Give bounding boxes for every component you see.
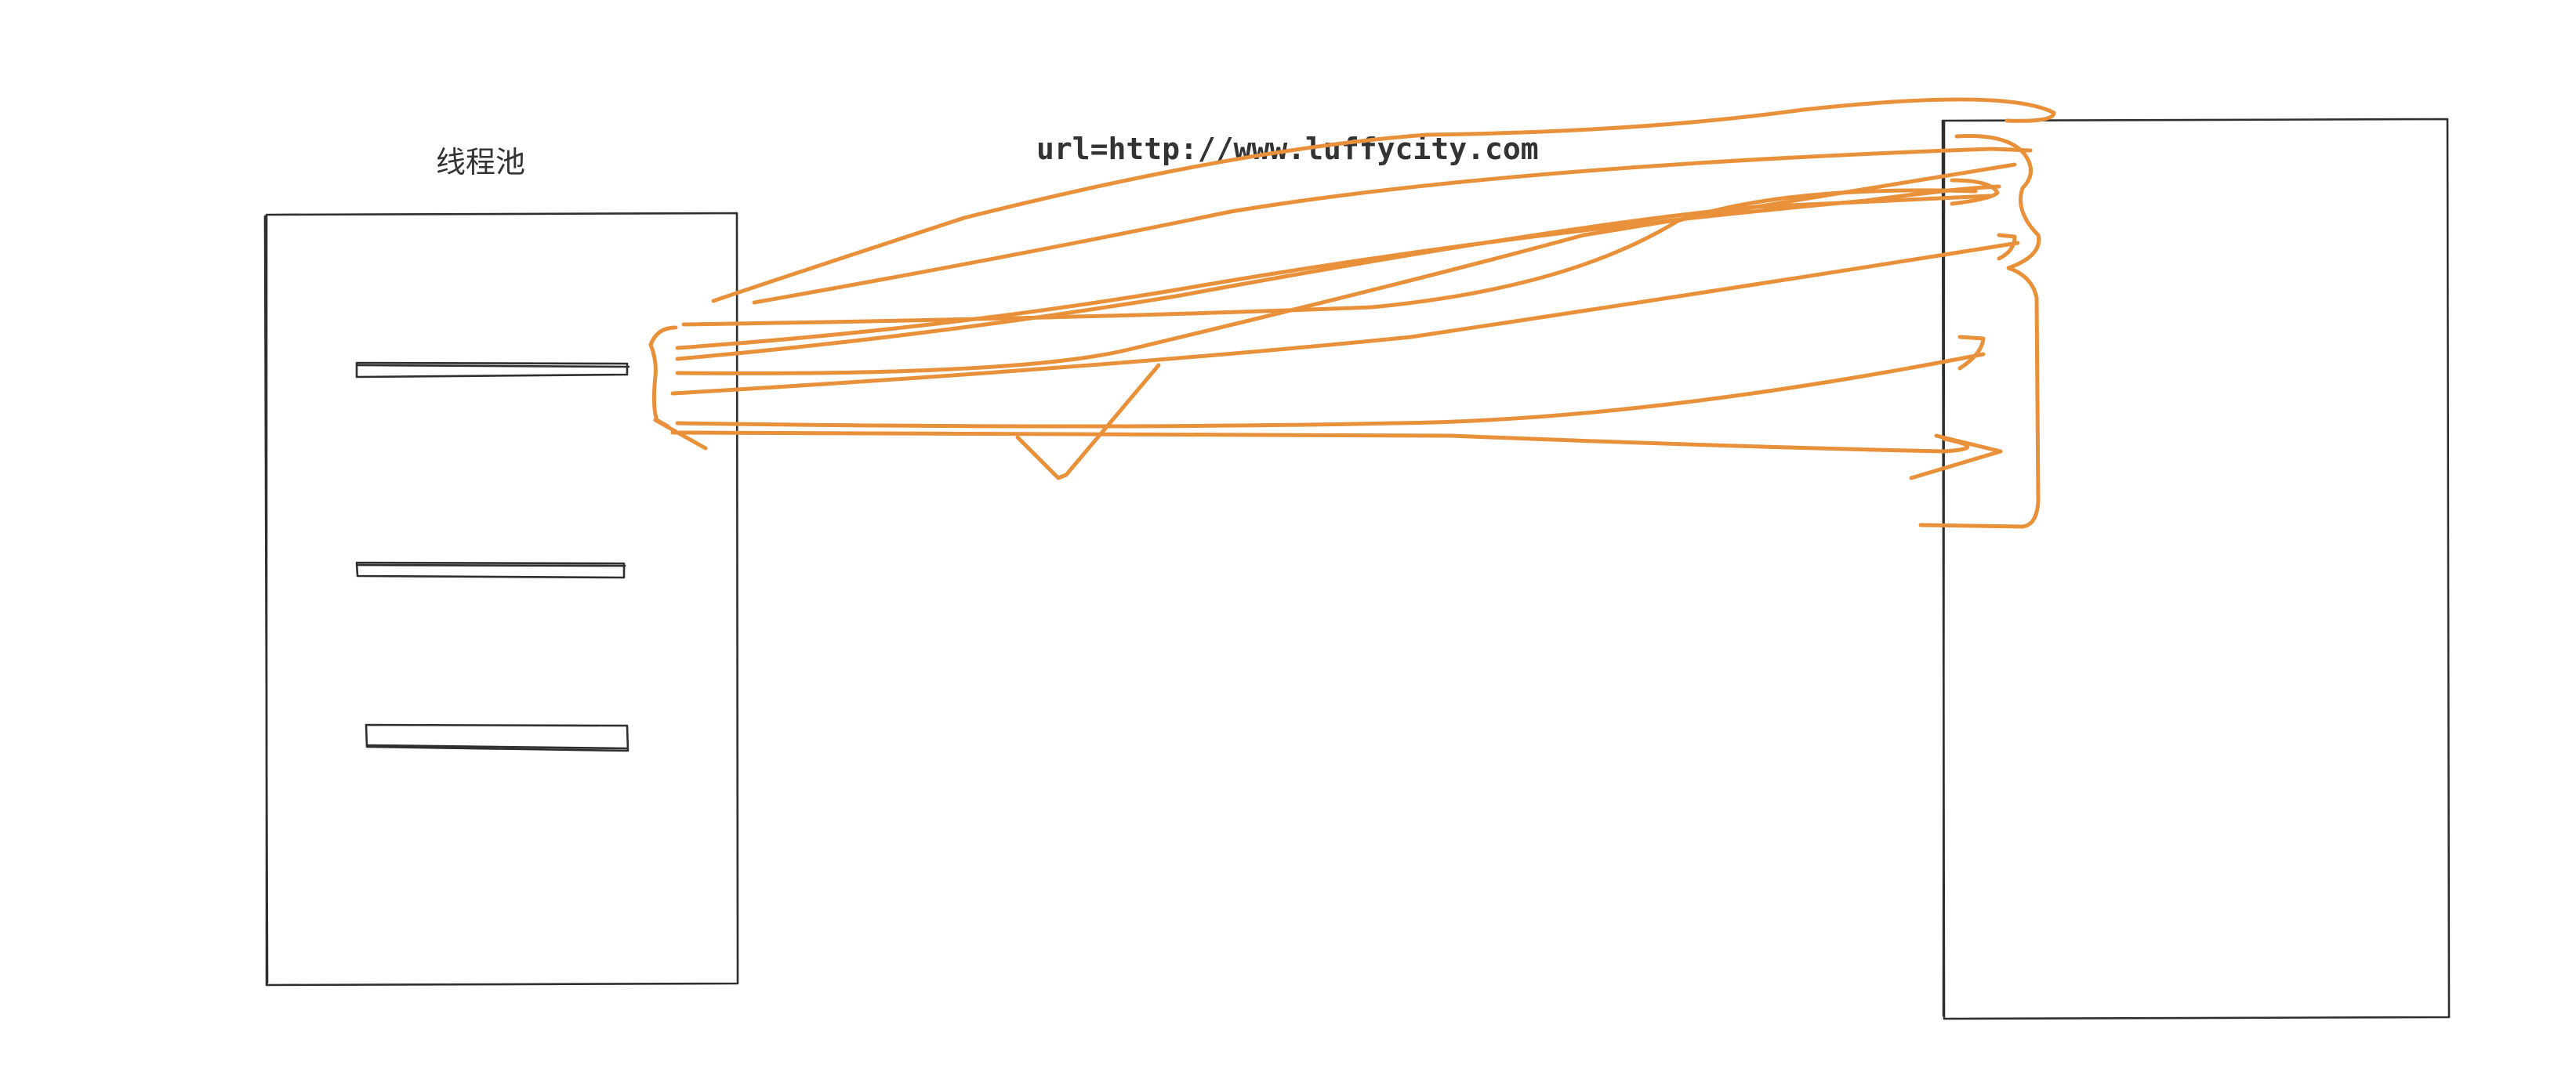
thread-slot-2 [355, 561, 626, 579]
request-line-1 [711, 97, 2056, 303]
request-line-4 [675, 184, 2001, 350]
arrow-head-3 [1957, 335, 1986, 371]
request-line-7 [670, 241, 2020, 396]
request-line-8 [675, 352, 1986, 429]
thread-pool-box [263, 212, 739, 987]
request-line-2 [752, 147, 2033, 305]
request-arrows [648, 97, 2056, 529]
request-line-5 [675, 194, 1992, 361]
check-mark [1015, 363, 1161, 480]
url-label: url=http://www.luffycity.com [1036, 132, 1539, 166]
server-box [1941, 118, 2451, 1020]
arrow-head-2 [1997, 233, 2017, 261]
thread-pool-label: 线程池 [436, 145, 525, 179]
arrow-head-4 [1909, 433, 2003, 480]
thread-slot-1 [355, 361, 630, 379]
arrow-head-1 [1950, 178, 2000, 206]
bracket-left [648, 325, 678, 429]
thread-slot-3 [365, 723, 629, 752]
request-line-6 [675, 162, 2017, 375]
bracket-right [1918, 134, 2041, 529]
request-line-9 [670, 430, 1970, 454]
